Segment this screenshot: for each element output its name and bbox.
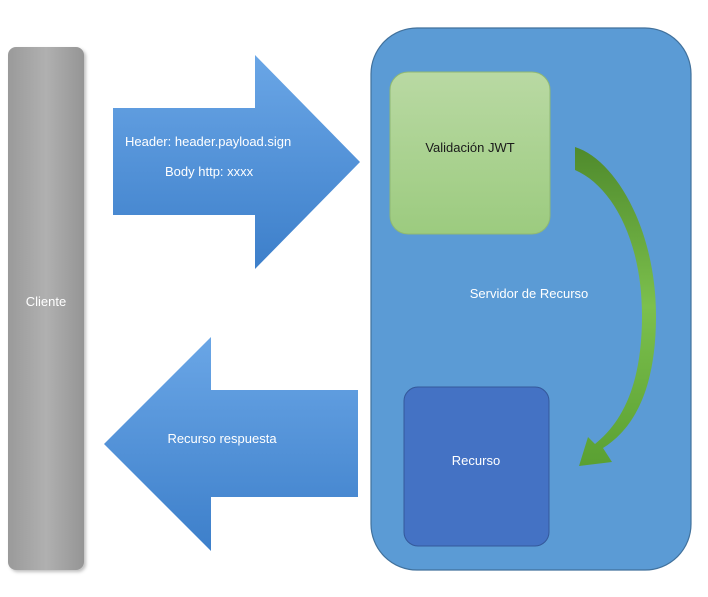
response-arrow-shape	[104, 337, 358, 551]
client-bar-shape	[8, 47, 84, 570]
jwt-validation-box: Validación JWT	[389, 71, 551, 235]
jwt-validation-shape	[389, 71, 551, 235]
client-label: Cliente	[26, 294, 66, 309]
response-label: Recurso respuesta	[167, 431, 277, 446]
request-header-text: Header: header.payload.sign	[125, 134, 291, 149]
jwt-validation-label: Validación JWT	[425, 140, 514, 155]
client-bar: Cliente	[8, 47, 84, 570]
curved-flow-arrow	[575, 147, 656, 466]
curved-arrow-shape	[575, 147, 656, 466]
request-arrow-shape	[113, 55, 360, 269]
request-body-text: Body http: xxxx	[165, 164, 254, 179]
resource-shape	[403, 386, 550, 547]
resource-box: Recurso	[403, 386, 550, 547]
request-arrow: Header: header.payload.sign Body http: x…	[113, 55, 360, 269]
response-arrow: Recurso respuesta	[104, 337, 358, 551]
resource-server-label: Servidor de Recurso	[470, 286, 589, 301]
resource-label: Recurso	[452, 453, 500, 468]
